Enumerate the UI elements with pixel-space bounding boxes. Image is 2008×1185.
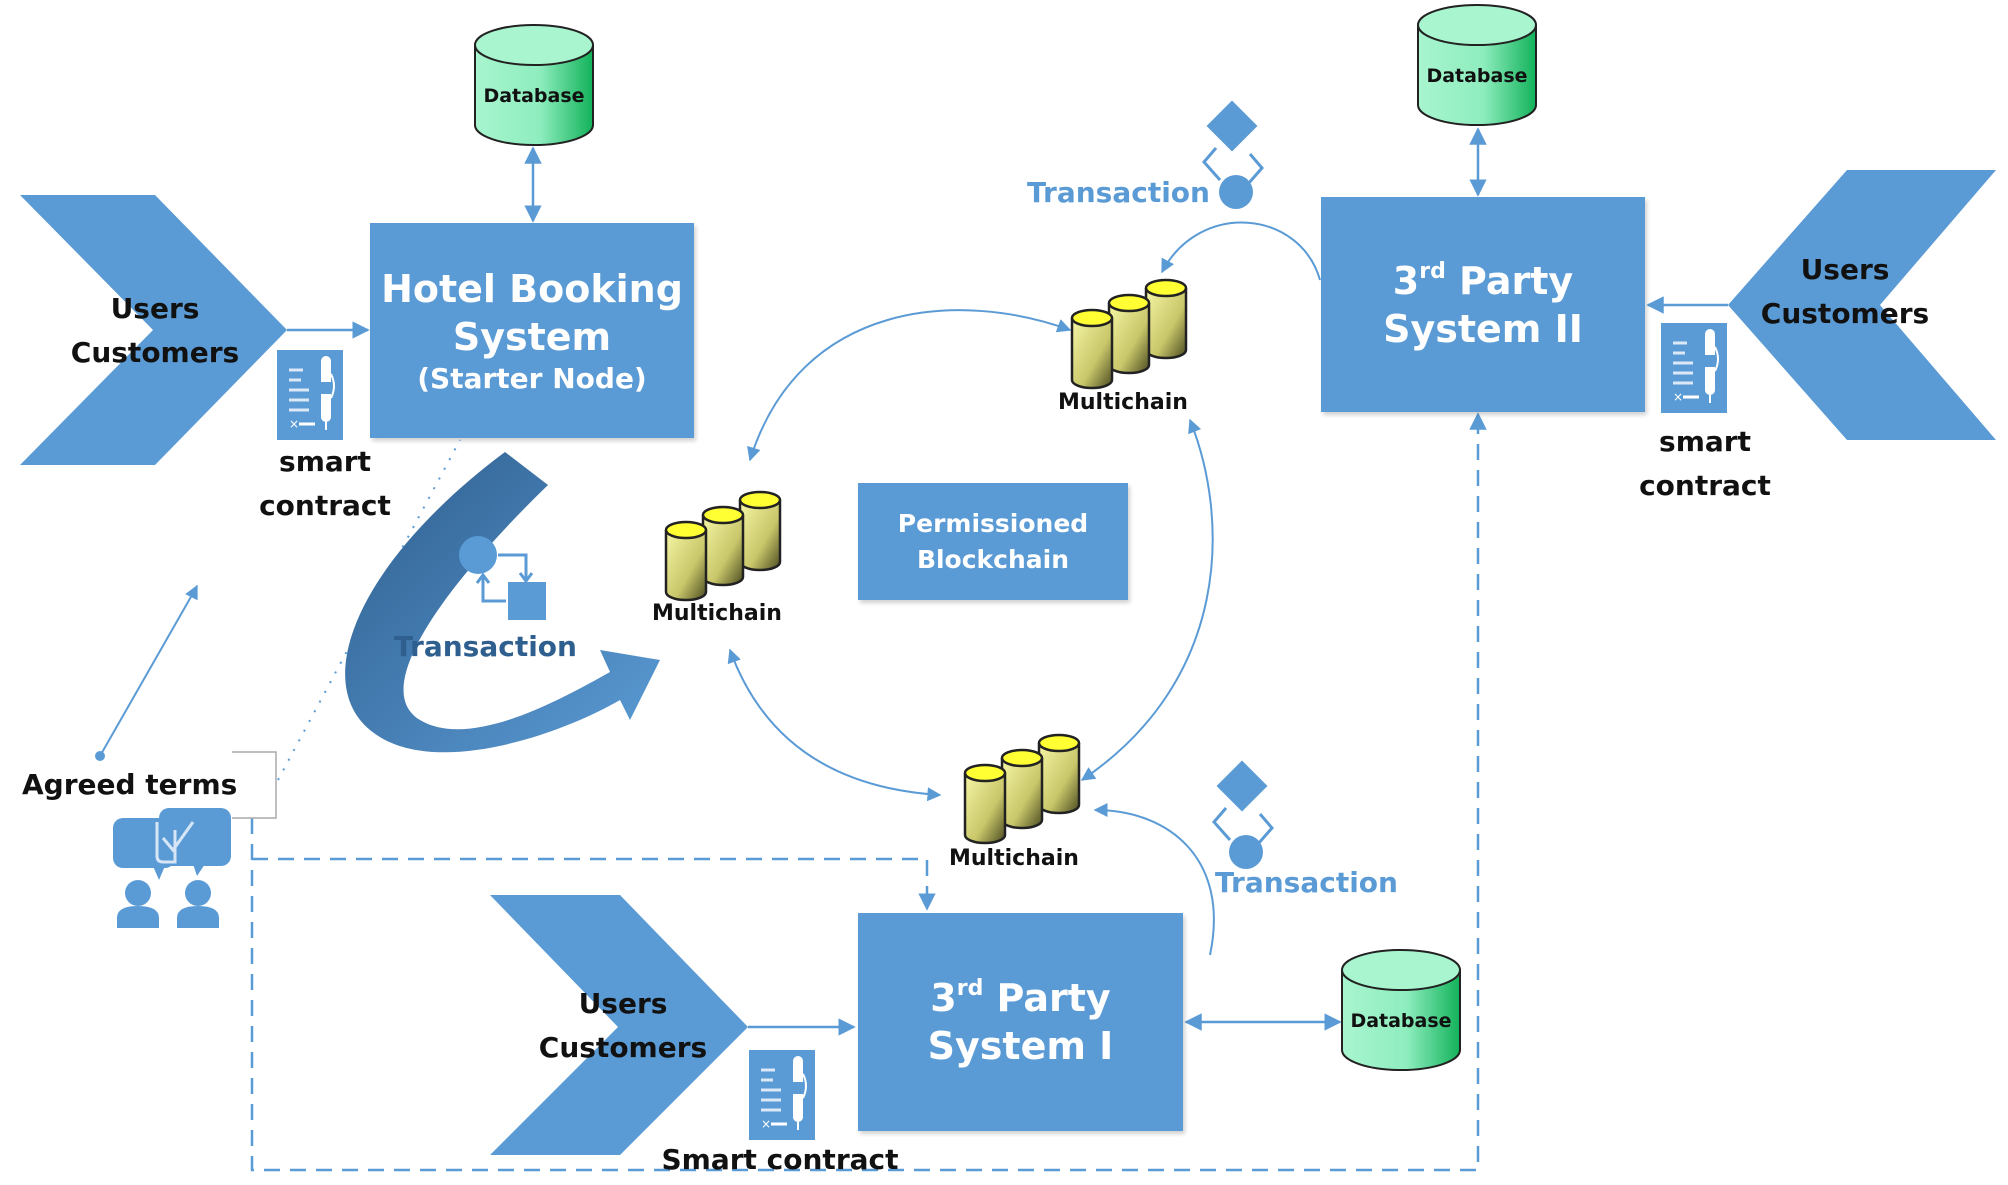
third-party-system-1-node: 3rd Party System I (858, 913, 1183, 1131)
multichain-label-left: Multichain (652, 601, 782, 626)
permissioned-line2: Blockchain (916, 544, 1070, 574)
hotel-booking-title-line2: System (452, 314, 612, 359)
permissioned-blockchain-node: Permissioned Blockchain (858, 483, 1128, 600)
database-label: Database (1426, 65, 1528, 87)
hotel-booking-subtitle: (Starter Node) (417, 361, 647, 395)
transaction-label-left: Transaction (394, 630, 577, 663)
permissioned-line1: Permissioned (897, 508, 1089, 538)
system-2-title-line1: 3rd Party (1392, 258, 1574, 303)
users-chevron-bottom (490, 895, 748, 1155)
smart-contract-label-left: smart contract (259, 445, 391, 522)
database-label: Database (1350, 1010, 1452, 1032)
arrow-system-2-to-multichain (1161, 221, 1321, 281)
multichain-label-bottom: Multichain (949, 846, 1079, 871)
database-top-left: Database (475, 25, 593, 145)
multichain-stack-left (664, 490, 782, 602)
agreed-terms-bracket (232, 751, 277, 819)
transaction-label-top-right: Transaction (1027, 176, 1210, 209)
database-label: Database (483, 85, 585, 107)
agreed-terms-connector (99, 587, 197, 757)
dashed-link-bottom (250, 412, 1487, 1172)
multichain-stack-bottom (963, 733, 1081, 845)
arrow-system-1-to-multichain (1093, 803, 1215, 956)
database-icon-top-right (1417, 4, 1537, 126)
system-2-title-line2: System II (1383, 306, 1583, 351)
agreement-people-icon (113, 808, 231, 928)
dashed-link-to-system-1 (252, 857, 936, 911)
third-party-system-2-node: 3rd Party System II (1321, 197, 1645, 412)
ring-arrow-top-to-left (747, 309, 1072, 462)
database-icon-bottom (1341, 949, 1461, 1071)
database-top-right: Database (1418, 5, 1536, 125)
transaction-flow-arrow (345, 452, 660, 753)
database-bottom: Database (1342, 950, 1460, 1070)
agreed-terms-label: Agreed terms (22, 768, 238, 801)
ring-arrow-bottom-to-top (1080, 418, 1214, 781)
multichain-stack-top (1070, 278, 1188, 390)
transaction-icon-bottom-right (1212, 760, 1274, 869)
users-label-bottom: Users Customers (538, 987, 708, 1064)
system-1-title-line2: System I (927, 1024, 1114, 1068)
ring-arrow-left-to-bottom (727, 648, 942, 802)
smart-contract-label-right: smart contract (1639, 425, 1771, 502)
hotel-booking-title-line1: Hotel Booking (381, 266, 683, 311)
system-1-title-line1: 3rd Party (930, 976, 1111, 1020)
transaction-icon-top-right (1202, 100, 1264, 209)
smart-contract-icon-left (275, 348, 345, 442)
smart-contract-icon-bottom (747, 1048, 817, 1142)
database-icon-top-left (474, 24, 594, 146)
users-label-right: Users Customers (1760, 253, 1930, 330)
transaction-icon-left (459, 536, 546, 620)
users-chevron-right (1728, 170, 1996, 440)
hotel-booking-system-node: Hotel Booking System (Starter Node) (370, 223, 694, 438)
smart-contract-icon-right (1659, 321, 1729, 415)
agreed-terms-dot (95, 751, 105, 761)
users-label-left: Users Customers (70, 292, 240, 369)
users-chevron-left (20, 195, 287, 465)
multichain-label-top: Multichain (1058, 390, 1188, 415)
transaction-label-bottom-right: Transaction (1215, 866, 1398, 899)
smart-contract-label-bottom: Smart contract (661, 1143, 899, 1176)
